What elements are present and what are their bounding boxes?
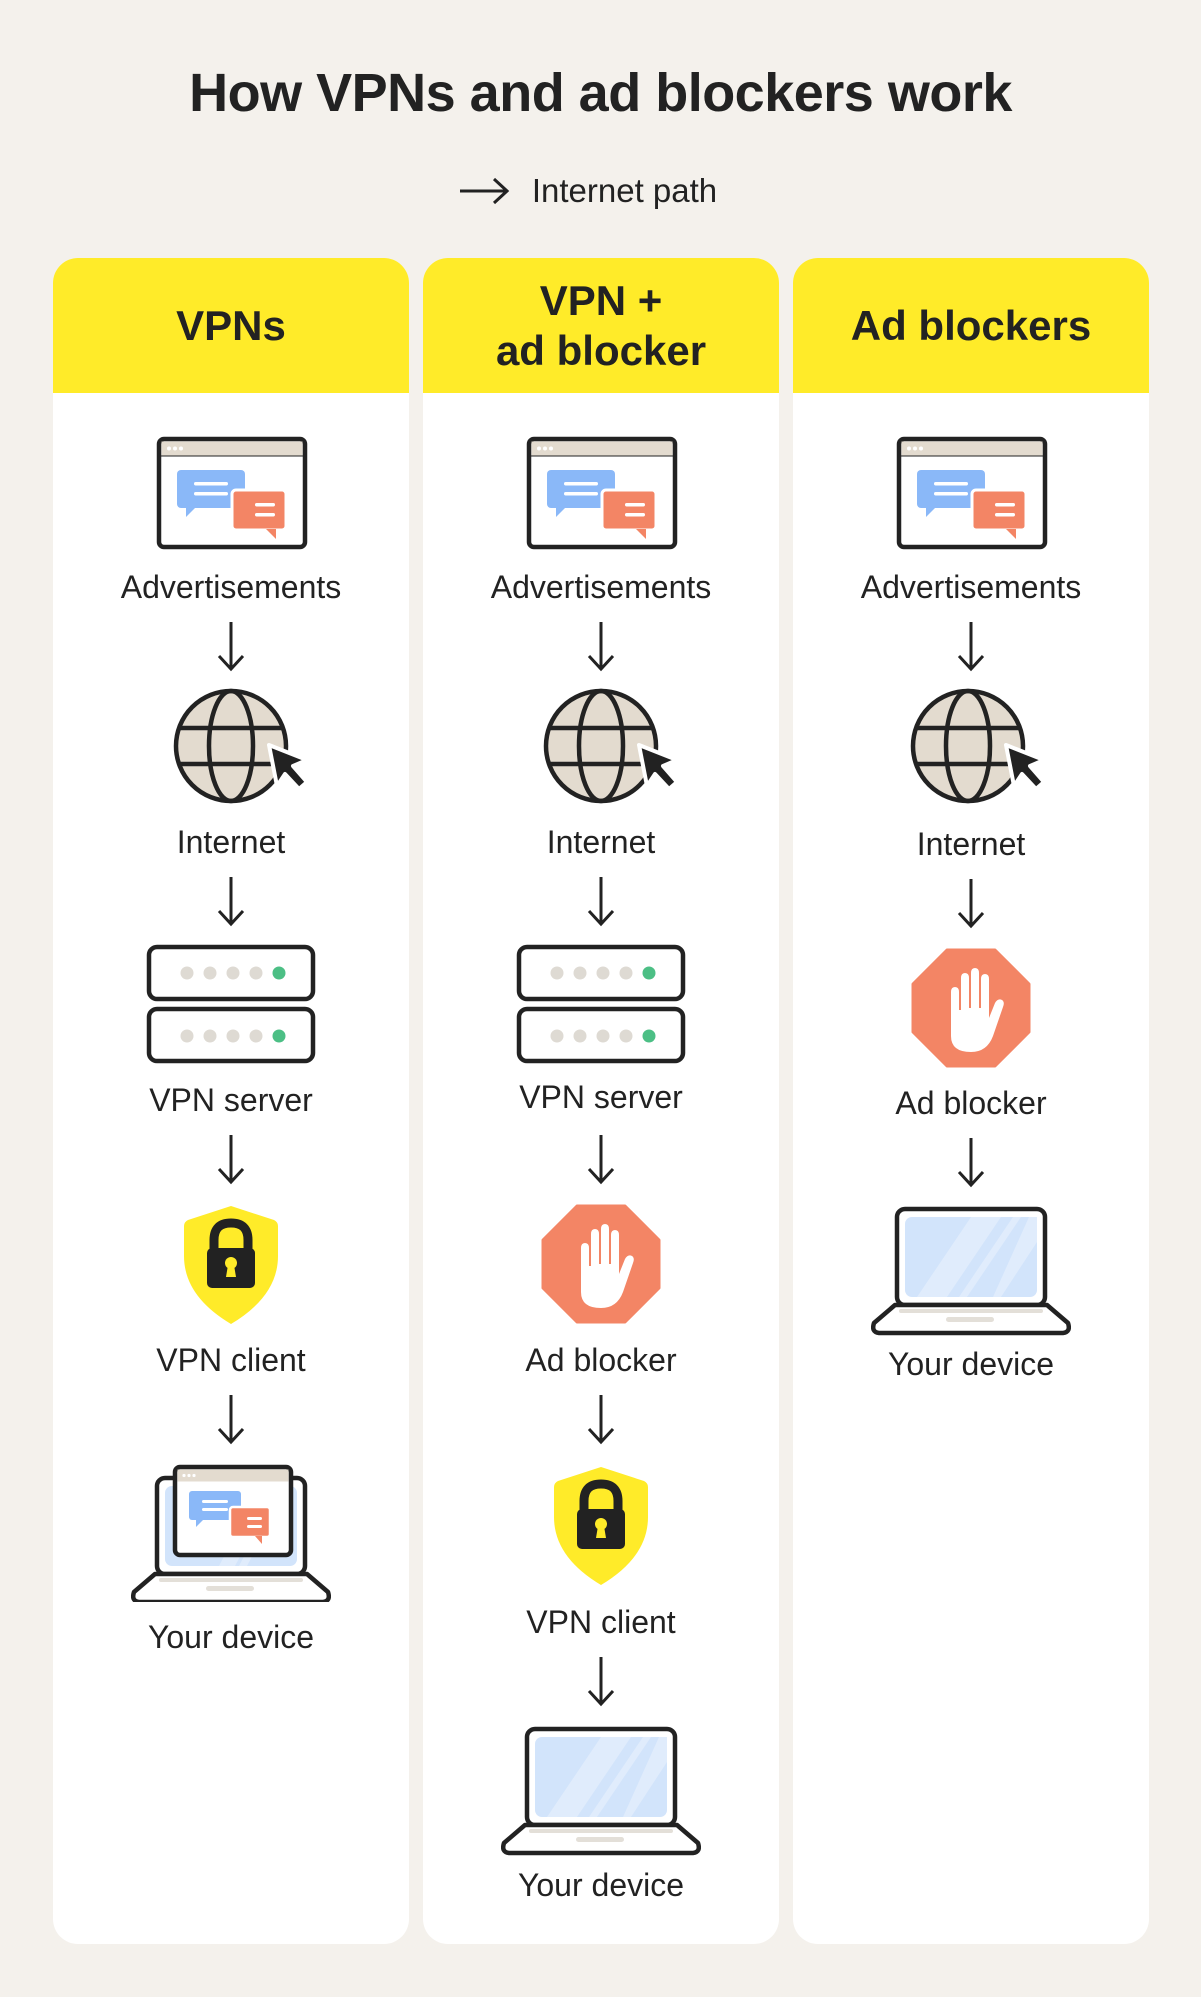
down-arrow-icon: [956, 620, 986, 672]
laptop-icon: [871, 1206, 1071, 1336]
step-label: Ad blocker: [895, 1085, 1047, 1121]
down-arrow-icon: [216, 1133, 246, 1185]
step-label: Ad blocker: [525, 1342, 677, 1378]
step-label: Advertisements: [860, 569, 1082, 605]
down-arrow-icon: [956, 1136, 986, 1188]
column-ad-blockers: Ad blockers Advertisements Internet Ad b…: [793, 258, 1149, 1944]
column-title-line-2: ad blocker: [495, 326, 707, 374]
step-label: Your device: [147, 1619, 315, 1655]
legend-label: Internet path: [531, 172, 718, 209]
step-label: VPN server: [519, 1079, 683, 1115]
step-label: Internet: [916, 826, 1026, 862]
step-label: VPN client: [156, 1342, 306, 1378]
step-label: Your device: [517, 1867, 685, 1903]
advertisement-window-icon: [526, 436, 678, 550]
advertisement-window-icon: [156, 436, 308, 550]
step-label: VPN server: [149, 1082, 313, 1118]
column-vpns: VPNs Advertisements Internet VPN server …: [53, 258, 409, 1944]
shield-lock-icon: [551, 1465, 651, 1587]
step-label: Advertisements: [490, 569, 712, 605]
down-arrow-icon: [586, 620, 616, 672]
globe-cursor-icon: [543, 688, 679, 808]
column-title: Ad blockers: [850, 301, 1092, 349]
advertisement-window-icon: [896, 436, 1048, 550]
step-label: Internet: [546, 824, 656, 860]
globe-cursor-icon: [173, 688, 309, 808]
column-header: VPNs: [53, 258, 409, 393]
legend: Internet path: [0, 172, 1201, 210]
down-arrow-icon: [216, 875, 246, 927]
laptop-icon: [501, 1726, 701, 1856]
down-arrow-icon: [586, 875, 616, 927]
step-label: Internet: [176, 824, 286, 860]
server-icon: [516, 944, 686, 1064]
down-arrow-icon: [216, 620, 246, 672]
column-vpn-plus-ad-blocker: VPN + ad blocker Advertisements Internet…: [423, 258, 779, 1944]
right-arrow-icon: [459, 177, 510, 205]
step-label: VPN client: [526, 1604, 676, 1640]
server-icon: [146, 944, 316, 1064]
down-arrow-icon: [216, 1393, 246, 1445]
step-label: Your device: [887, 1346, 1055, 1382]
down-arrow-icon: [956, 877, 986, 929]
column-title-line-1: VPN +: [539, 276, 663, 324]
step-label: Advertisements: [120, 569, 342, 605]
column-header: Ad blockers: [793, 258, 1149, 393]
down-arrow-icon: [586, 1133, 616, 1185]
shield-lock-icon: [181, 1204, 281, 1326]
down-arrow-icon: [586, 1393, 616, 1445]
laptop-with-ads-icon: [131, 1464, 331, 1602]
stop-hand-icon: [541, 1204, 661, 1324]
down-arrow-icon: [586, 1655, 616, 1707]
globe-cursor-icon: [910, 688, 1046, 808]
column-header: VPN + ad blocker: [423, 258, 779, 393]
diagram-title: How VPNs and ad blockers work: [189, 63, 1012, 123]
column-title: VPNs: [176, 301, 286, 349]
stop-hand-icon: [911, 948, 1031, 1068]
